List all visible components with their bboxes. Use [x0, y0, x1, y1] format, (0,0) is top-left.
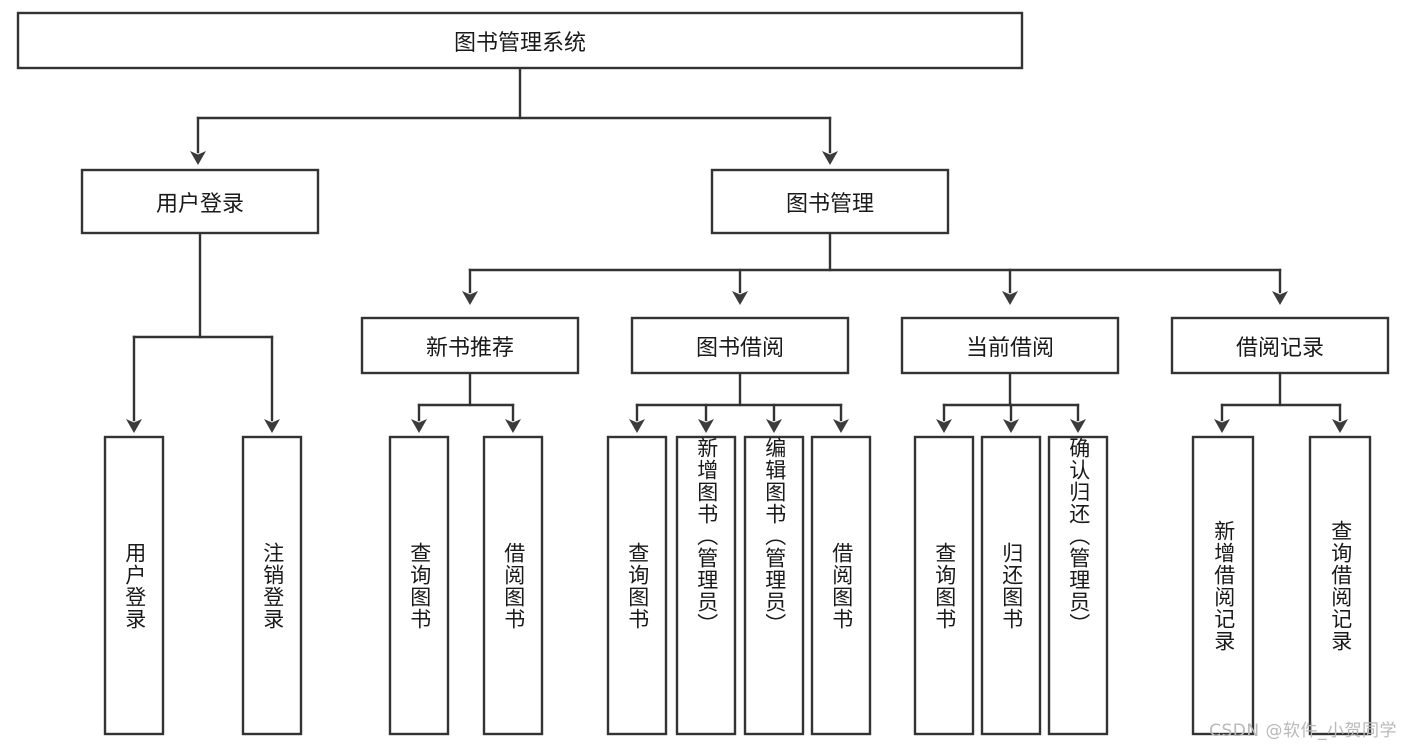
node-new-book-rec-box[interactable] [360, 316, 580, 375]
node-user-login-box[interactable] [80, 168, 320, 235]
node-book-manage-box[interactable] [710, 168, 950, 235]
connector-bookborrow-to-leaves [629, 371, 849, 433]
node-borrow-record-box[interactable] [1170, 316, 1390, 375]
connector-userlogin-to-leaves [126, 231, 280, 433]
leaf-borrow-book-2-box[interactable] [810, 435, 872, 736]
connector-root-to-level2 [190, 66, 838, 165]
connector-newbookrec-to-leaves [411, 371, 521, 433]
leaf-query-book-1-box[interactable] [388, 435, 450, 736]
leaf-edit-book-box[interactable] [743, 435, 805, 736]
watermark: CSDN @软件_小贺同学 [1209, 721, 1397, 741]
leaf-query-book-3-box[interactable] [913, 435, 975, 736]
connector-borrowrecord-to-leaves [1214, 371, 1348, 433]
leaf-return-book-box[interactable] [980, 435, 1042, 736]
leaf-logout-login-box[interactable] [241, 435, 303, 736]
leaf-query-book-2-box[interactable] [606, 435, 668, 736]
leaf-user-login-box[interactable] [103, 435, 165, 736]
connector-bookmanage-to-level3 [462, 231, 1288, 305]
node-book-borrow-box[interactable] [630, 316, 850, 375]
node-root-box[interactable] [16, 11, 1024, 70]
leaf-add-record-box[interactable] [1191, 435, 1255, 736]
leaf-query-record-box[interactable] [1308, 435, 1372, 736]
connector-currentborrow-to-leaves [936, 371, 1086, 433]
leaf-confirm-return-box[interactable] [1047, 435, 1109, 736]
leaf-borrow-book-1-box[interactable] [482, 435, 544, 736]
leaf-add-book-box[interactable] [675, 435, 737, 736]
node-current-borrow-box[interactable] [900, 316, 1120, 375]
